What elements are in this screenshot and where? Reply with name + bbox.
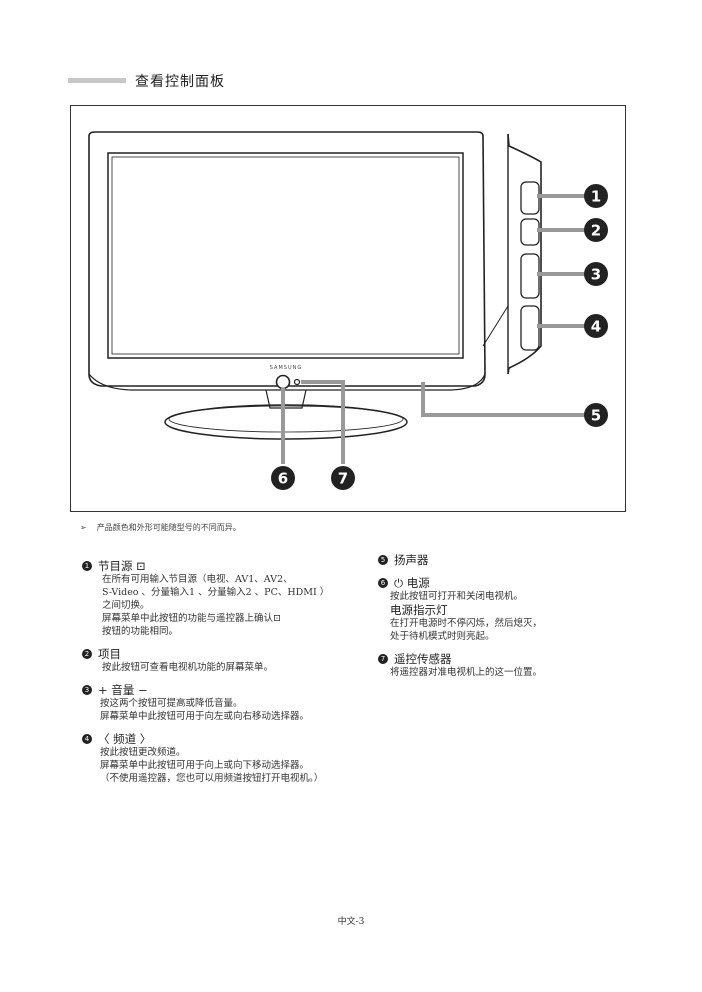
item-text: 按此按钮更改频道。 [100,747,186,758]
callout-leaders [281,194,585,464]
brand-logo: SAMSUNG [270,365,302,371]
left-column: 1 节目源 ⊡ 在所有可用输入节目源（电视、AV1、AV2、 S-Video 、分… [82,559,362,794]
side-panel-inset [482,133,542,375]
item-heading: 项目 [98,647,121,661]
callout-3: 3 [584,262,608,286]
item-text: 将遥控器对准电视机上的这一位置。 [390,667,543,678]
item-heading: + 音量 − [98,683,148,697]
item-heading: 节目源 ⊡ [98,559,146,573]
item-power: 6 ⏻ 电源 按此按钮可打开和关闭电视机。 电源指示灯 在打开电源时不停闪烁，然后… [378,576,618,643]
page-title: 查看控制面板 [135,74,225,90]
callout-5: 5 [584,403,608,427]
power-button [275,374,291,390]
power-indicator-heading: 电源指示灯 [390,603,448,617]
item-volume: 3 + 音量 − 按这两个按钮可提高或降低音量。 屏幕菜单中此按钮可用于向左或向右… [82,683,362,723]
item-source: 1 节目源 ⊡ 在所有可用输入节目源（电视、AV1、AV2、 S-Video 、分… [82,559,362,638]
item-speaker: 5 扬声器 [378,553,618,567]
item-text: 按钮的功能相同。 [102,626,179,637]
svg-text:3: 3 [591,266,601,284]
number-badge: 6 [378,578,388,588]
callout-7: 7 [331,466,355,490]
callout-6: 6 [271,466,295,490]
callout-2: 2 [584,218,608,242]
item-heading: 〈 频道 〉 [98,732,152,746]
item-text: 按此按钮可查看电视机功能的屏幕菜单。 [102,662,274,673]
page-number: 中文-3 [337,917,365,927]
item-text: 之间切换。 [102,600,150,611]
item-text: S-Video 、分量输入1 、分量输入2 、PC、HDMI ） [102,587,330,598]
number-badge: 3 [82,685,92,695]
title-decor-bar [68,78,126,83]
item-text: 按此按钮可打开和关闭电视机。 [390,591,524,602]
callout-markers: 1 2 3 4 5 6 7 [271,184,608,490]
tv-body [88,131,486,440]
number-badge: 7 [378,654,388,664]
number-badge: 1 [82,561,92,571]
svg-text:6: 6 [278,470,288,488]
svg-text:1: 1 [591,188,601,206]
item-text: 屏幕菜单中此按钮可用于向上或向下移动选择器。 [100,760,310,771]
item-remote-sensor: 7 遥控传感器 将遥控器对准电视机上的这一位置。 [378,652,618,679]
item-text: 处于待机模式时则亮起。 [390,631,495,642]
svg-text:7: 7 [338,470,348,488]
item-text: 屏幕菜单中此按钮可用于向左或向右移动选择器。 [100,711,310,722]
item-heading: 遥控传感器 [394,652,452,666]
number-badge: 4 [82,734,92,744]
item-text: 按这两个按钮可提高或降低音量。 [100,698,243,709]
item-heading: 扬声器 [394,553,429,567]
item-heading: ⏻ 电源 [394,576,430,590]
item-text: 在打开电源时不停闪烁，然后熄灭， [390,618,543,629]
item-text: （不使用遥控器，您也可以用频道按钮打开电视机。） [100,773,324,784]
svg-text:2: 2 [591,222,601,240]
tv-control-panel-figure: SAMSUNG 1 2 3 4 [70,105,626,512]
item-channel: 4 〈 频道 〉 按此按钮更改频道。 屏幕菜单中此按钮可用于向上或向下移动选择器。… [82,732,362,785]
note-arrow-icon: ➢ [80,523,87,532]
svg-text:5: 5 [591,407,601,425]
remote-sensor [293,378,301,386]
item-menu: 2 项目 按此按钮可查看电视机功能的屏幕菜单。 [82,647,362,674]
number-badge: 5 [378,555,388,565]
right-column: 5 扬声器 6 ⏻ 电源 按此按钮可打开和关闭电视机。 电源指示灯 在打开电源时不停… [378,553,618,688]
number-badge: 2 [82,649,92,659]
item-text: 屏幕菜单中此按钮的功能与遥控器上确认⊡ [102,613,281,624]
callout-4: 4 [584,314,608,338]
tv-illustration: SAMSUNG 1 2 3 4 [88,131,608,490]
item-text: 在所有可用输入节目源（电视、AV1、AV2、 [102,574,293,585]
model-note: ➢产品颜色和外形可能随型号的不同而异。 [80,523,241,532]
callout-1: 1 [584,184,608,208]
svg-text:4: 4 [591,318,601,336]
